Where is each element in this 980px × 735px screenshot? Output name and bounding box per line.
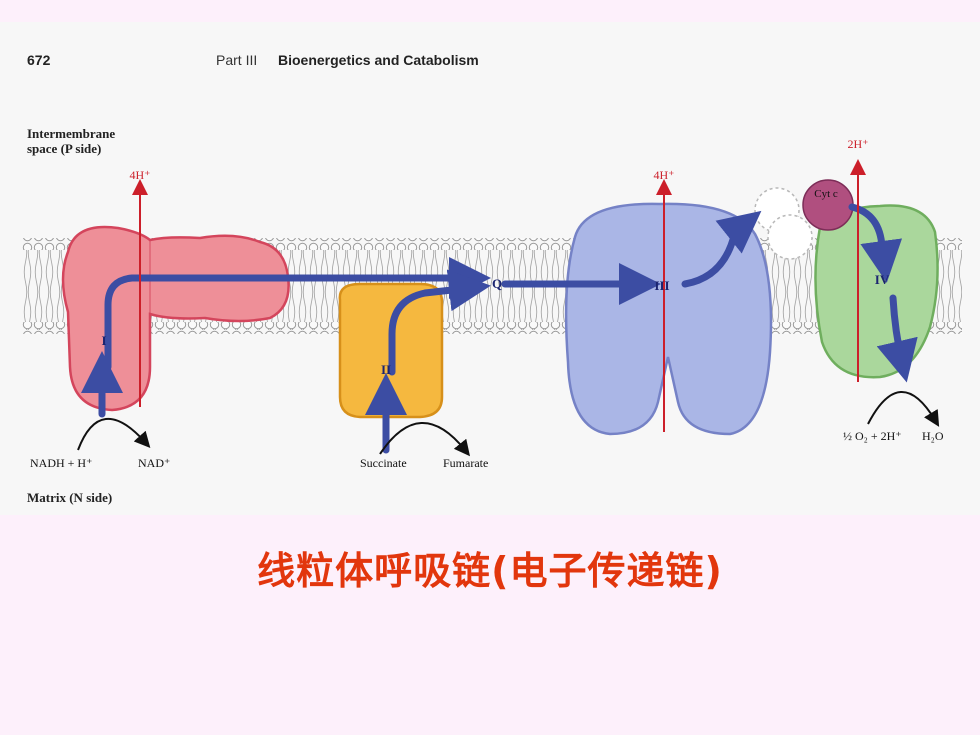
part-title: Bioenergetics and Catabolism [278,52,479,68]
matrix-label: Matrix (N side) [27,490,113,505]
nad-label: NAD⁺ [138,456,170,470]
fumarate-label: Fumarate [443,456,488,470]
q-label: Q [492,276,502,291]
complex-iii-label: III [654,278,669,293]
complex-i-shape [61,225,290,412]
proton-label-complex-i: 4H⁺ [130,168,151,182]
reaction-arcs [77,391,940,457]
diagram-figure: 672 Part III Bioenergetics and Catabolis… [0,22,980,515]
intermembrane-label-line1: Intermembrane [27,126,116,141]
complex-i-label: I [101,333,106,348]
oxygen-label: ½ O₂ + 2H⁺ [843,429,902,443]
proton-lines [132,159,866,432]
succinate-label: Succinate [360,456,407,470]
proton-label-complex-iii: 4H⁺ [654,168,675,182]
intermembrane-label: Intermembrane space (P side) [27,126,115,156]
complex-ii-label: II [381,362,391,377]
electron-flow-arrows [81,203,918,454]
page-number: 672 [27,52,51,68]
proton-label-complex-iv: 2H⁺ [848,137,869,151]
intermembrane-label-line2: space (P side) [27,141,102,156]
complex-iv-shape [814,204,939,379]
part-label: Part III [216,52,258,68]
cyt-c-label: Cyt c [814,188,838,200]
water-label: H₂O [922,429,944,443]
complex-iii-shape [564,202,773,436]
respiratory-chain-svg: I II Q III IV Cyt c 4H⁺ 4H⁺ 2H⁺ NADH + H… [22,137,962,470]
nadh-label: NADH + H⁺ [30,456,92,470]
cyt-c-ghost-2 [767,214,813,260]
complex-iv-label: IV [875,272,890,287]
slide-caption: 线粒体呼吸链(电子传递链) [257,549,723,593]
